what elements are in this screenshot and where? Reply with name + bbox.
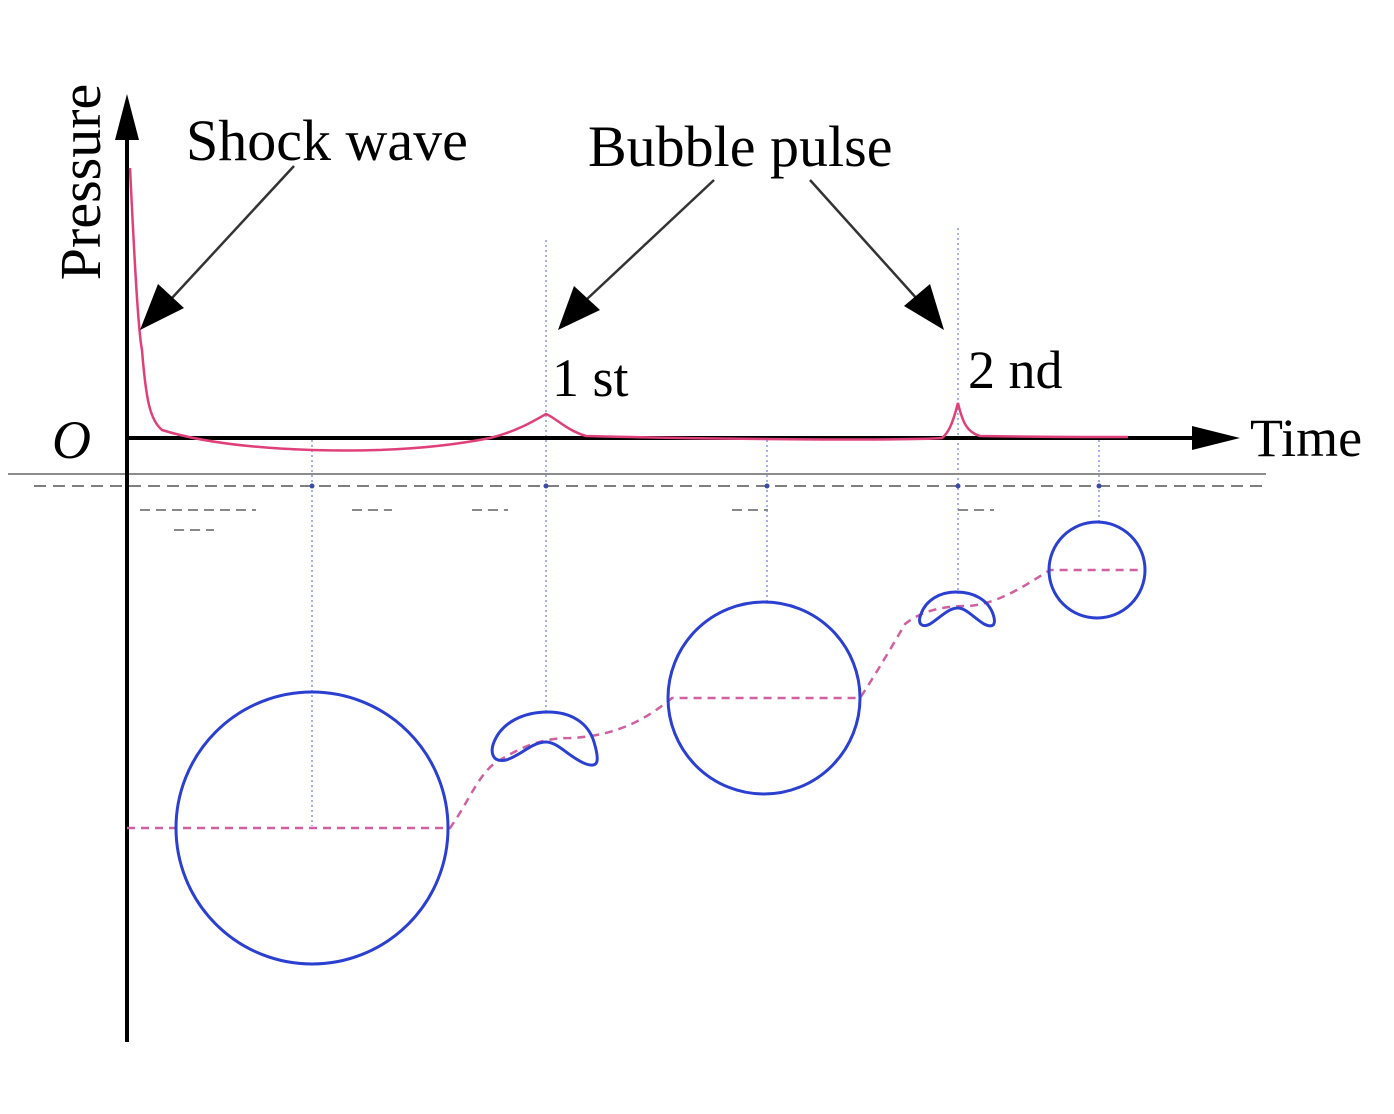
second-pulse-arrow-line bbox=[809, 179, 919, 301]
shock-wave-label: Shock wave bbox=[186, 108, 468, 173]
axes bbox=[125, 120, 1198, 1042]
water-surface bbox=[8, 473, 1266, 531]
bubble-pulse-label: Bubble pulse bbox=[588, 114, 892, 179]
second-pulse-arrowhead bbox=[904, 284, 944, 330]
origin-label: O bbox=[52, 410, 91, 470]
first-pulse-arrow-line bbox=[585, 179, 715, 301]
y-axis-arrow bbox=[115, 94, 139, 140]
bubbles bbox=[174, 520, 1147, 966]
bubble-collapse-1 bbox=[490, 710, 599, 767]
guide-lines bbox=[311, 228, 1100, 826]
wave-dashes bbox=[140, 509, 994, 531]
x-axis-label: Time bbox=[1250, 408, 1362, 468]
y-axis-label: Pressure bbox=[48, 84, 113, 281]
x-axis-arrow bbox=[1192, 426, 1240, 450]
shock-wave-arrowhead bbox=[140, 284, 184, 330]
guide-dots bbox=[309, 483, 1102, 489]
pressure-curve bbox=[128, 167, 1129, 452]
bubble-max-expansion-2 bbox=[666, 600, 862, 796]
bubble-max-expansion-1 bbox=[174, 690, 450, 966]
bubble-max-expansion-3 bbox=[1047, 520, 1147, 620]
annotation-arrows bbox=[140, 165, 944, 330]
shock-wave-arrow-line bbox=[171, 165, 295, 299]
bubble-collapse-2 bbox=[918, 590, 996, 628]
first-pulse-arrowhead bbox=[558, 286, 600, 330]
first-pulse-label: 1 st bbox=[552, 348, 629, 408]
second-pulse-label: 2 nd bbox=[968, 340, 1063, 400]
